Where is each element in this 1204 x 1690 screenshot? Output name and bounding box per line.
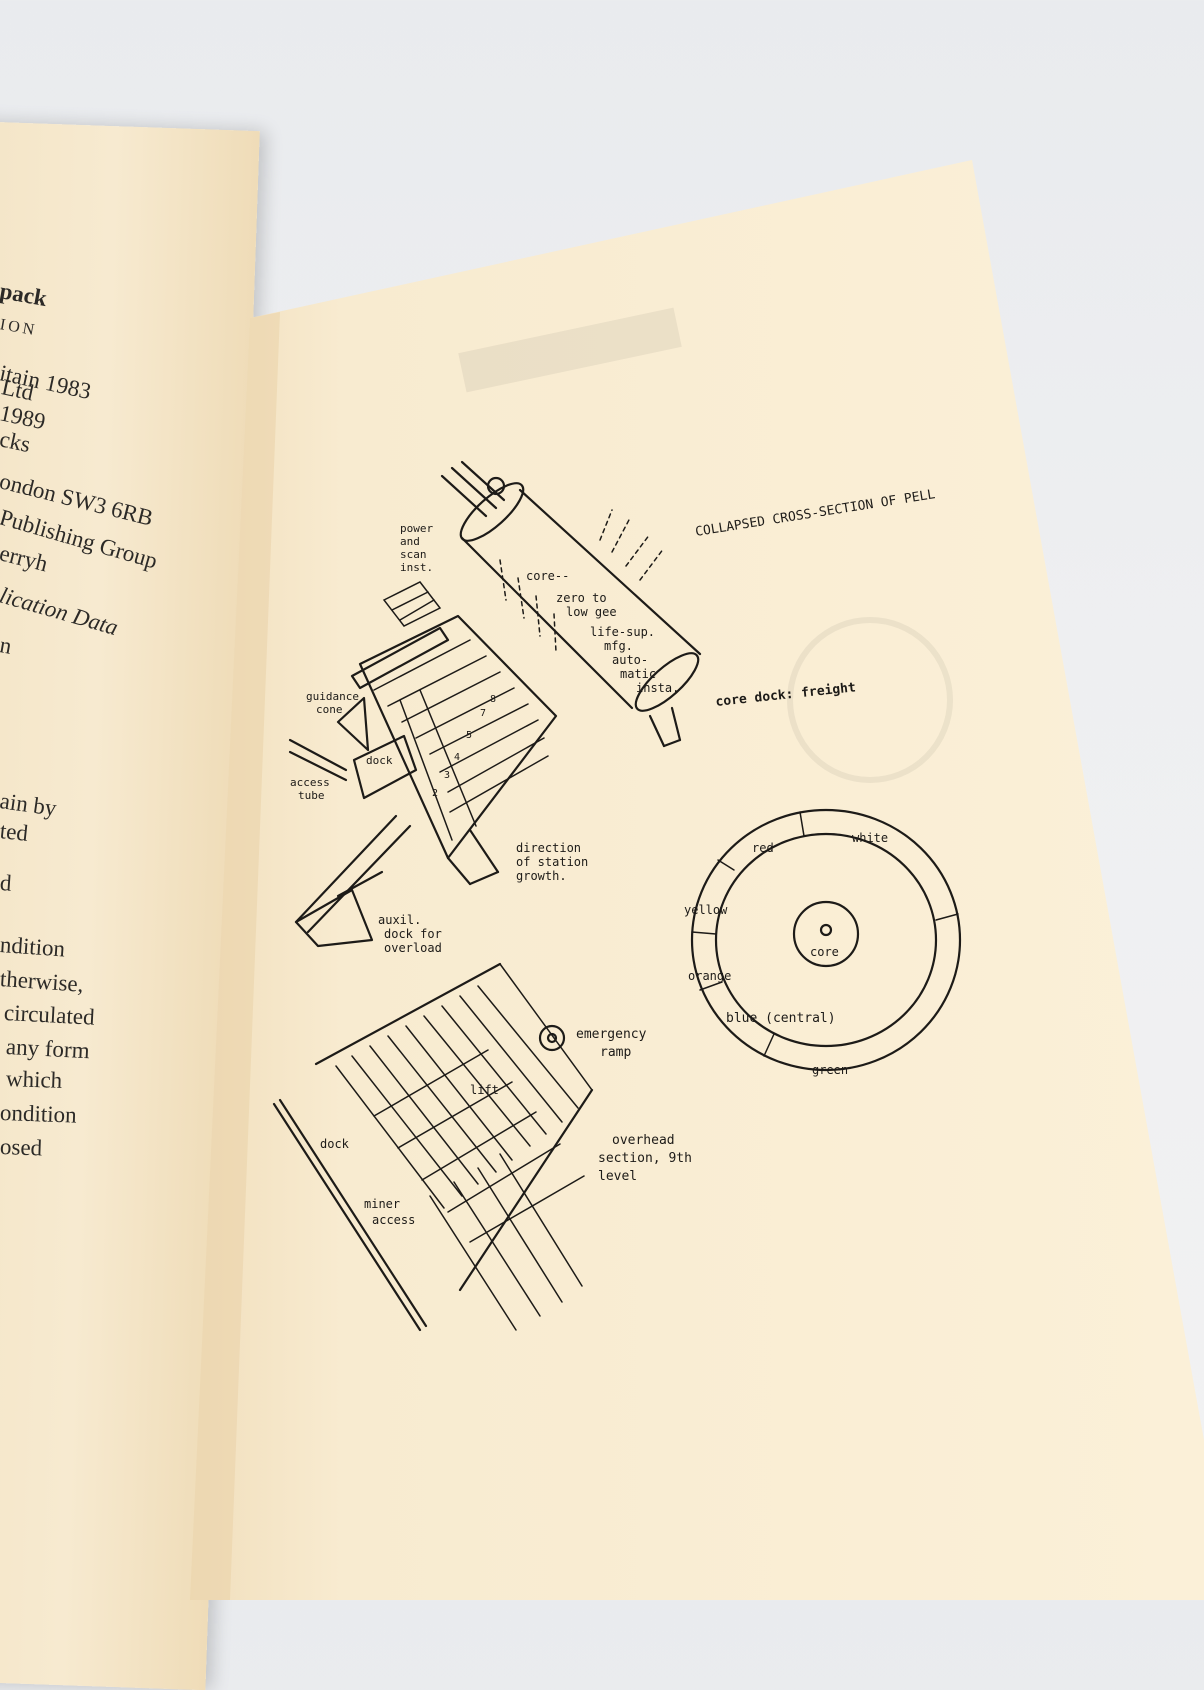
label-miner: miner access (364, 1197, 415, 1227)
svg-text:8: 8 (490, 694, 496, 705)
right-page: COLLAPSED CROSS-SECTION OF PELL p (190, 160, 1204, 1600)
label-direction: direction of station growth. (516, 841, 595, 883)
ring-diagram (690, 808, 962, 1072)
station-body: 8 7 5 4 3 2 (350, 581, 558, 886)
ring-label-yellow: yellow (684, 903, 728, 917)
guidance-cone (336, 696, 370, 752)
core-cylinder (440, 460, 702, 748)
book-photo: pack ION itain 1983 Ltd 1989 cks ondon S… (0, 120, 1204, 1690)
ring-label-white: white (852, 831, 888, 845)
label-core: core-- (526, 569, 569, 583)
show-through (458, 307, 953, 783)
svg-text:4: 4 (454, 752, 460, 763)
label-auxil: auxil. dock for overload (378, 913, 449, 955)
overhead-section (272, 962, 594, 1332)
ring-label-core: core (810, 945, 839, 959)
access-tube (288, 738, 348, 772)
auxiliary-dock (294, 814, 412, 948)
label-life-support: life-sup. mfg. auto- matic insta. (590, 625, 679, 695)
page-paper (190, 160, 1204, 1600)
label-dock: dock (366, 754, 393, 767)
label-overhead: overhead section, 9th level (598, 1133, 700, 1184)
label-lift: lift (470, 1083, 499, 1097)
label-guidance: guidance cone (306, 690, 366, 716)
label-emergency: emergency ramp (576, 1027, 654, 1060)
ring-label-green: green (812, 1063, 848, 1077)
label-dock-2: dock (320, 1137, 350, 1151)
label-power: power and scan inst. (400, 522, 440, 574)
svg-text:3: 3 (444, 770, 450, 781)
label-zero-g: zero to low gee (556, 591, 617, 619)
svg-text:5: 5 (466, 730, 472, 741)
ring-label-blue: blue (central) (726, 1011, 836, 1026)
page-gutter-shadow (190, 312, 280, 1600)
ring-label-red: red (752, 841, 774, 855)
svg-text:2: 2 (432, 788, 438, 799)
ring-label-orange: orange (688, 969, 731, 983)
dock-block (352, 734, 418, 800)
label-access: access tube (290, 776, 336, 802)
svg-text:7: 7 (480, 708, 486, 719)
